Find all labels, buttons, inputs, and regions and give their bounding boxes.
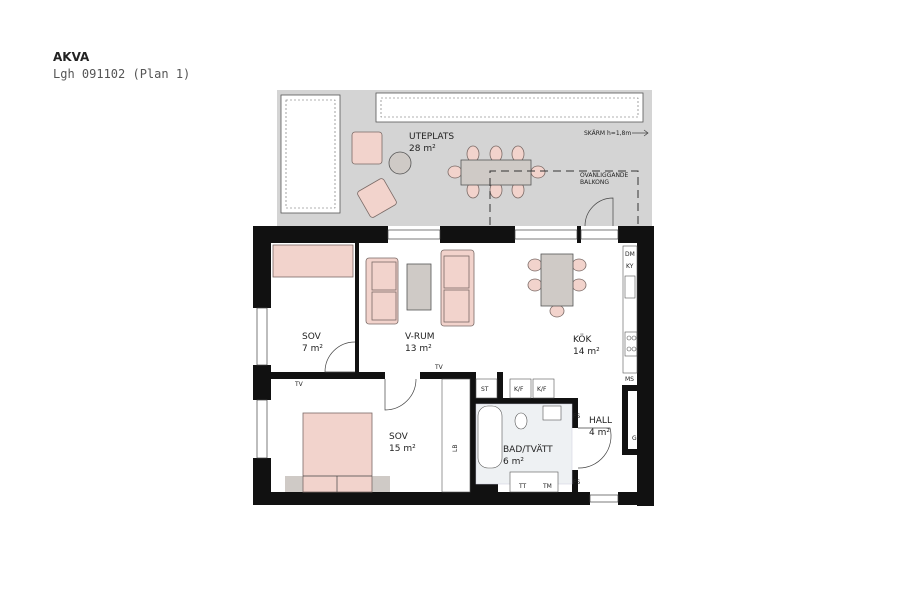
toilet [514, 412, 528, 430]
planter-left-inner [285, 99, 336, 209]
coffee-table [406, 263, 432, 311]
label-fs: FS [573, 479, 580, 486]
side-table [388, 151, 412, 175]
room-name-bad: BAD/TVÄTT [503, 444, 553, 455]
label-g: G [632, 435, 637, 442]
laundry [509, 471, 559, 493]
sink [624, 275, 636, 299]
bed-double [302, 412, 373, 493]
kitchen-counter [622, 245, 638, 374]
stove [624, 331, 638, 357]
label-tv: TV [434, 364, 444, 371]
room-area-kok: 14 m² [573, 347, 600, 357]
sofa [365, 257, 399, 325]
bed-single [272, 244, 354, 278]
windows [256, 229, 619, 503]
room-name-hall: HALL [589, 416, 612, 426]
terrace-door[interactable] [584, 197, 614, 227]
door-sov-small[interactable] [324, 341, 356, 373]
arrow-icon [632, 129, 649, 137]
nightstand [285, 476, 303, 492]
label-kf: K/F [514, 386, 524, 393]
door-sov-large[interactable] [384, 378, 417, 411]
balcony-note: BALKONG [580, 179, 609, 186]
balcony-outline [489, 170, 639, 225]
outdoor-dining-set [447, 145, 546, 199]
room-area-vrum: 13 m² [405, 344, 432, 354]
washbasin [542, 405, 562, 421]
room-area-uteplats: 28 m² [409, 144, 436, 154]
label-lb: LB [452, 445, 459, 452]
room-name-sov-small: SOV [302, 332, 322, 342]
pillow-lines [303, 475, 372, 492]
label-tt: TT [518, 483, 527, 490]
label-kf: K/F [537, 386, 547, 393]
planter-left [280, 94, 341, 214]
room-name-uteplats: UTEPLATS [409, 132, 454, 142]
project-title: AKVA [53, 50, 90, 64]
label-ky: KY [626, 263, 634, 270]
label-tm: TM [542, 483, 552, 490]
label-tv: TV [294, 381, 304, 388]
bathtub [477, 405, 503, 469]
cabinets [475, 378, 555, 399]
door-bathroom[interactable] [577, 427, 612, 469]
balcony-note: OVANLIGGANDE [580, 172, 629, 179]
interior-walls [271, 243, 650, 500]
room-area-sov-large: 15 m² [389, 444, 416, 454]
lounge-chair [351, 131, 383, 165]
label-ms: MS [625, 376, 634, 383]
label-dm: DM [625, 251, 635, 258]
dining-set [527, 253, 587, 318]
room-name-kok: KÖK [573, 334, 592, 345]
planter-top [375, 92, 644, 123]
outer-walls [253, 226, 654, 506]
room-area-sov-small: 7 m² [302, 344, 323, 354]
apartment-subtitle: Lgh 091102 (Plan 1) [53, 67, 191, 81]
planter-top-inner [380, 97, 639, 118]
wardrobe [441, 378, 471, 493]
room-name-vrum: V-RUM [405, 332, 434, 342]
label-fs: FS [573, 413, 580, 420]
screen-note: SKÄRM h=1,8m [584, 130, 631, 137]
room-area-hall: 4 m² [589, 428, 610, 438]
nightstand [372, 476, 390, 492]
sofa [440, 249, 475, 327]
lounge-chair [357, 178, 397, 218]
room-name-sov-large: SOV [389, 432, 409, 442]
label-st: ST [481, 386, 489, 393]
room-area-bad: 6 m² [503, 457, 524, 467]
